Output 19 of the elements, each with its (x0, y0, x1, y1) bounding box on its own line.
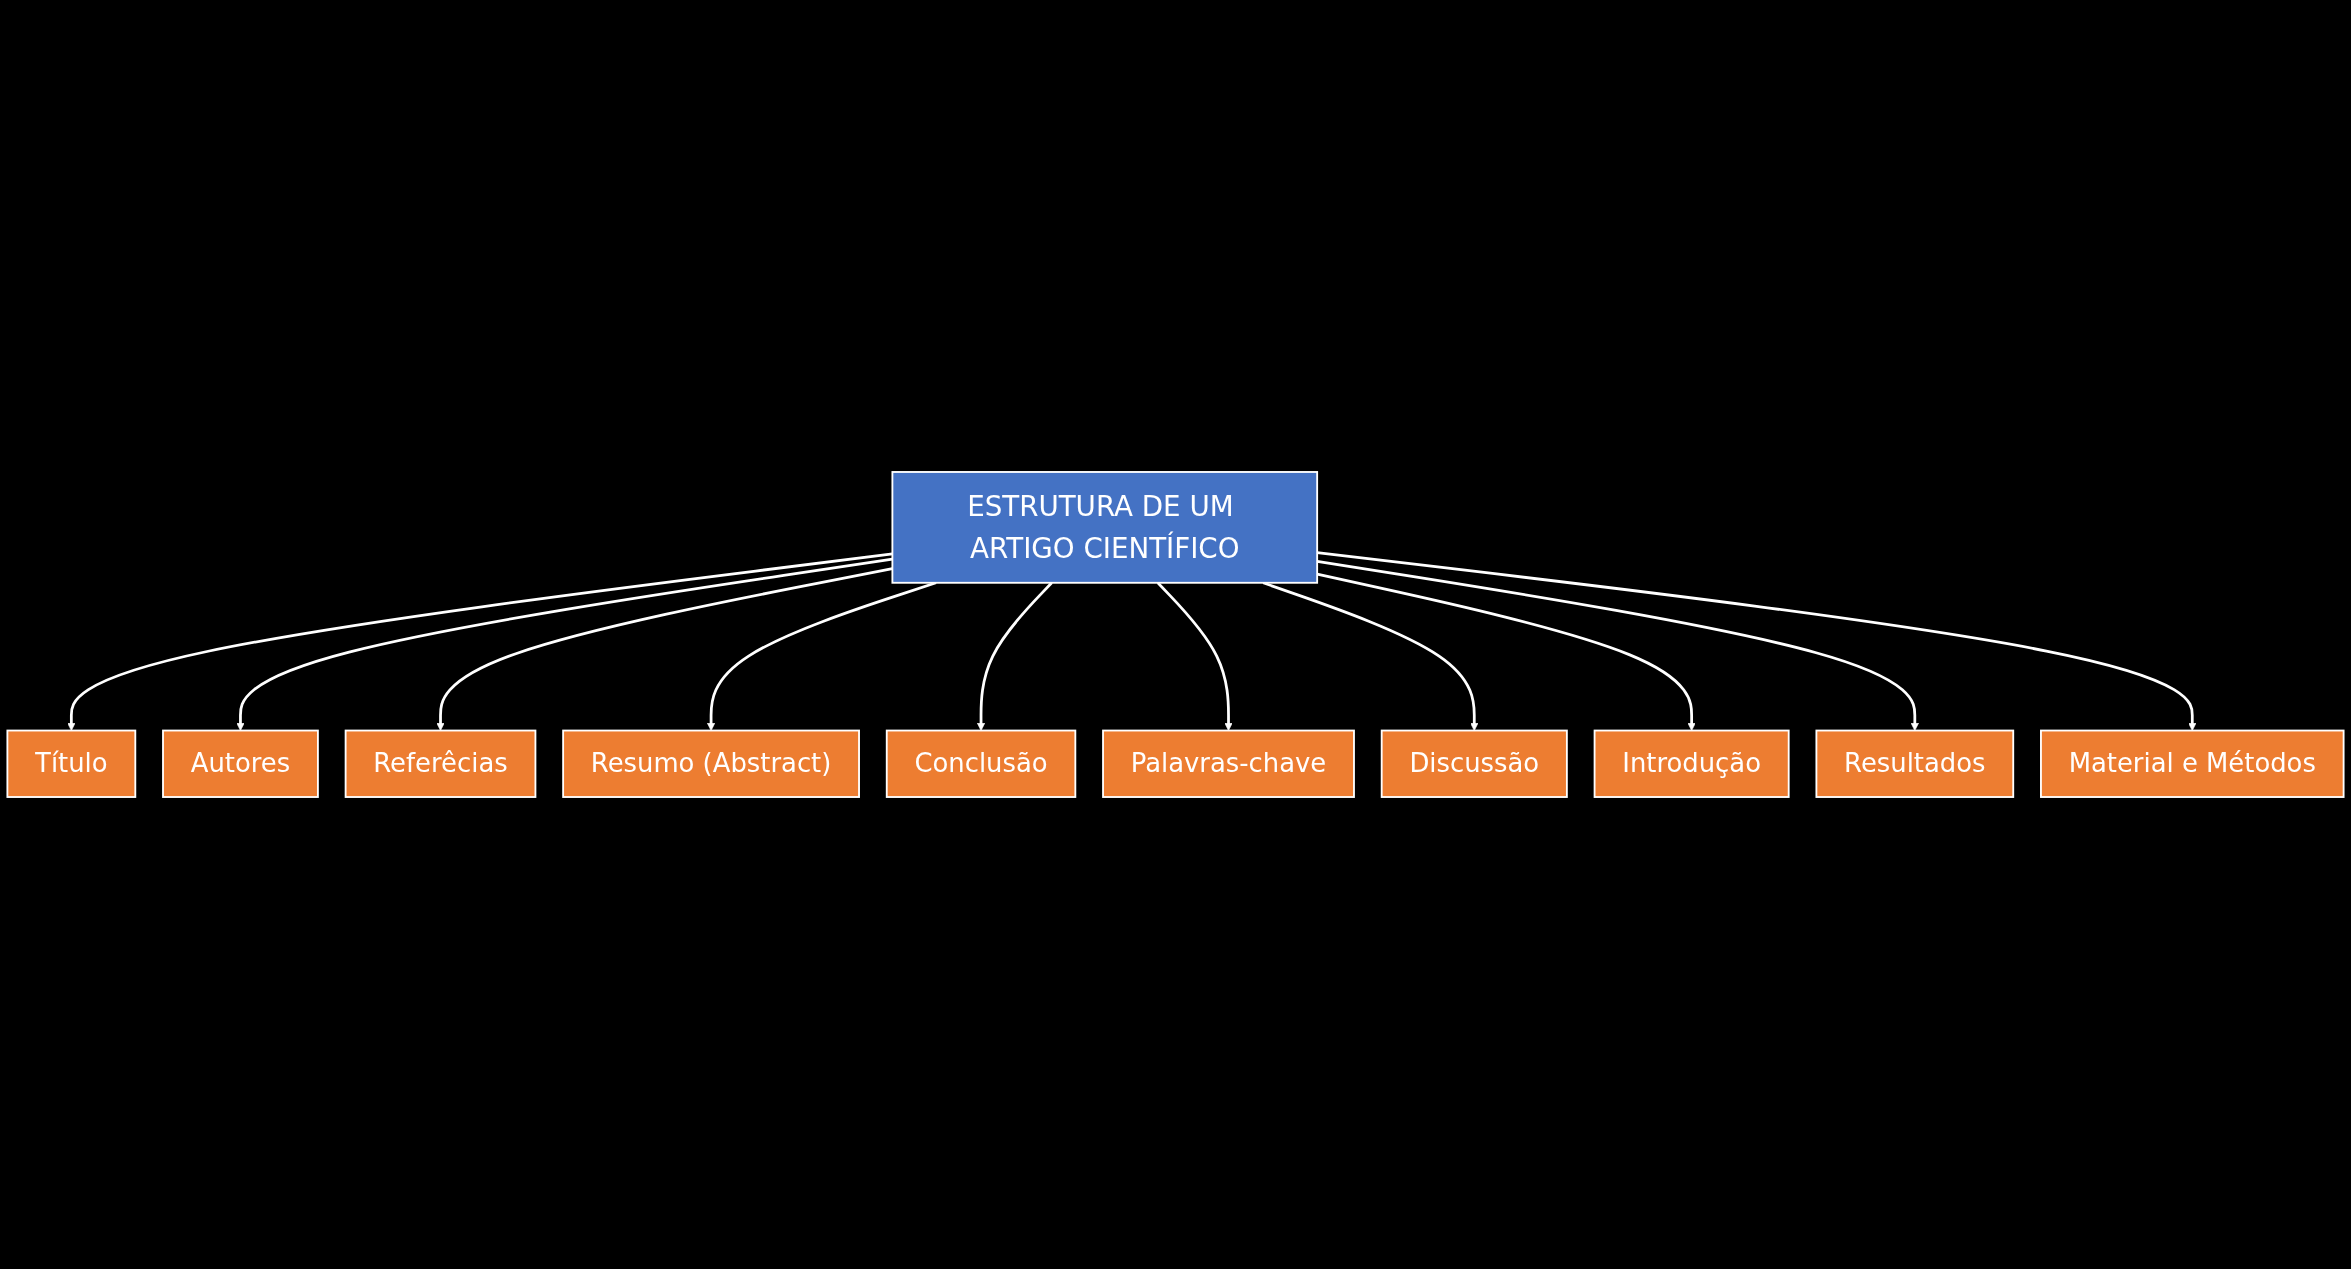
node-box: Resumo (Abstract) (562, 729, 860, 798)
arrow (1262, 581, 1479, 731)
node-box: Autores (162, 729, 319, 798)
arrow (707, 581, 937, 731)
node-box: Introdução (1593, 729, 1790, 798)
node-box: Título (6, 729, 137, 798)
arrow (1156, 581, 1233, 731)
node-box: Conclusão (885, 729, 1077, 798)
node-box: Material e Métodos (2040, 729, 2345, 798)
arrow (236, 557, 893, 731)
node-box: Resultados (1815, 729, 2015, 798)
arrow (67, 552, 893, 731)
node-box: Discussão (1380, 729, 1568, 798)
node-box: Palavras-chave (1102, 729, 1355, 798)
arrow (977, 581, 1053, 731)
node-box: Referêcias (344, 729, 537, 798)
node-box: ESTRUTURA DE UM ARTIGO CIENTÍFICO (891, 471, 1319, 584)
arrow (436, 567, 893, 731)
arrow (1317, 551, 2197, 731)
